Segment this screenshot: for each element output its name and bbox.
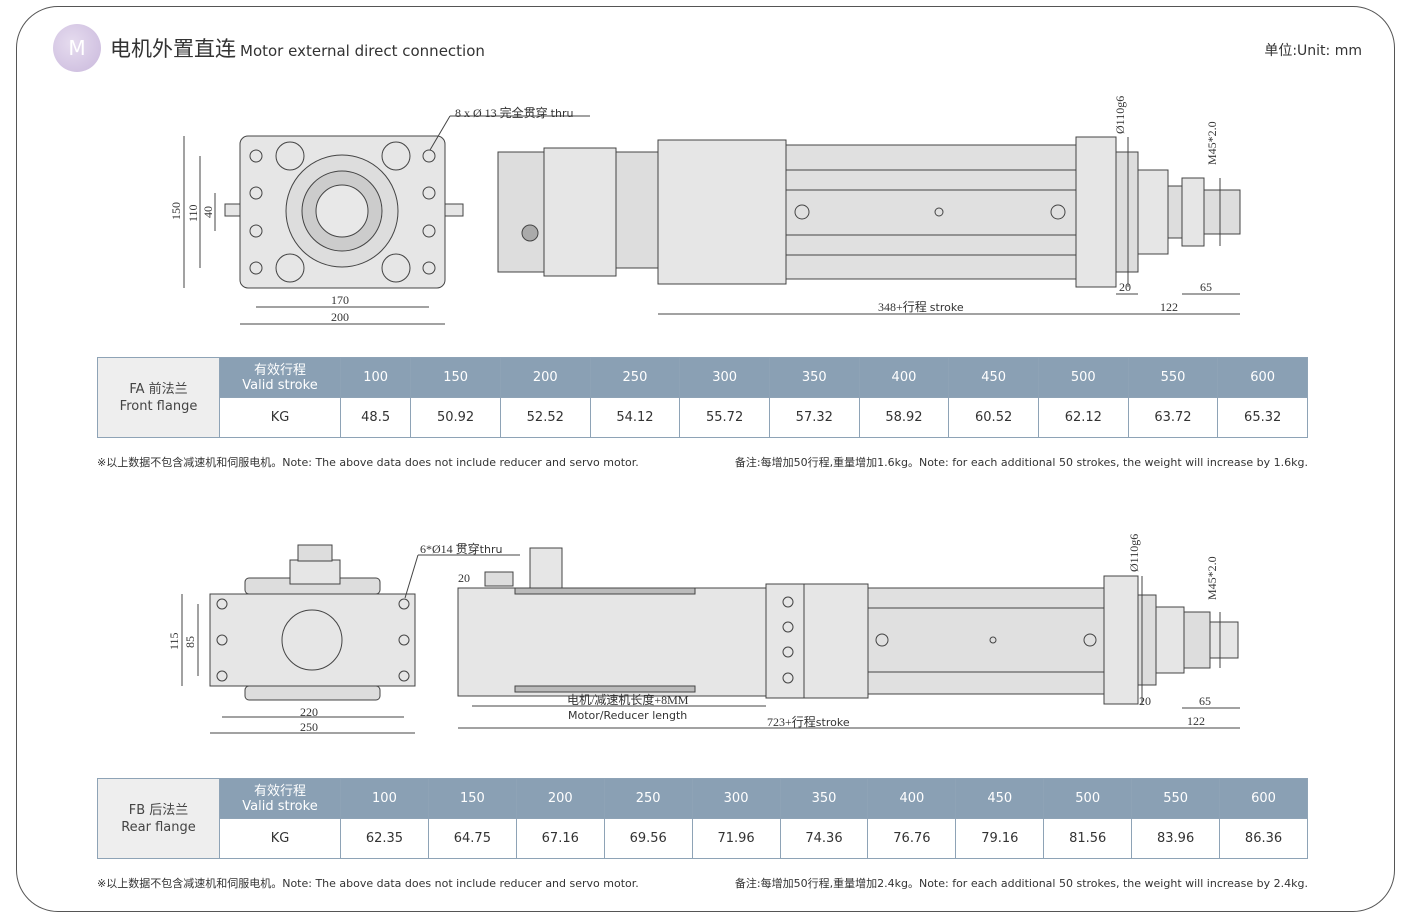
stroke-cell: 400: [867, 778, 957, 819]
kg-label: KG: [219, 818, 341, 859]
kg-cell: 83.96: [1131, 818, 1221, 859]
fa-stroke-dim: 348+行程 stroke: [878, 299, 964, 314]
page-frame: [16, 6, 1395, 912]
stroke-cell: 400: [858, 357, 950, 398]
fb-motor-length-cn: 电机/减速机长度+8MM: [567, 692, 689, 707]
stroke-cell: 550: [1127, 357, 1219, 398]
stroke-cell: 600: [1219, 778, 1308, 819]
fa-holes-note: 8 x Ø 13 完全贯穿 thru: [455, 105, 573, 120]
fa-note-right: 备注:每增加50行程,重量增加1.6kg。Note: for each addi…: [734, 456, 1308, 469]
fa-front-view: [183, 115, 590, 325]
fb-stroke-dim: 723+行程stroke: [767, 714, 850, 729]
fb-dim-20: 20: [1139, 694, 1151, 708]
stroke-cell: 200: [499, 357, 591, 398]
stroke-cell: 100: [339, 357, 412, 398]
unit-label: 单位:Unit: mm: [1264, 43, 1362, 59]
fb-holes-note: 6*Ø14 贯穿thru: [420, 541, 502, 556]
kg-cell: 74.36: [779, 818, 869, 859]
kg-cell: 76.76: [867, 818, 957, 859]
kg-cell: 48.5: [339, 397, 412, 438]
kg-cell: 63.72: [1127, 397, 1219, 438]
fa-note-left: ※以上数据不包含减速机和伺服电机。Note: The above data do…: [97, 456, 639, 469]
fa-dim-110: 110: [186, 204, 200, 222]
kg-cell: 50.92: [410, 397, 501, 438]
fb-note-left: ※以上数据不包含减速机和伺服电机。Note: The above data do…: [97, 877, 639, 890]
stroke-cell: 350: [779, 778, 869, 819]
kg-cell: 79.16: [955, 818, 1045, 859]
fb-dim-122: 122: [1187, 714, 1205, 728]
fb-front-view: [181, 544, 520, 734]
kg-cell: 71.96: [691, 818, 781, 859]
stroke-cell: 450: [955, 778, 1045, 819]
section-badge: M: [53, 24, 101, 72]
fa-dim-65: 65: [1200, 280, 1212, 294]
kg-cell: 55.72: [679, 397, 770, 438]
fa-dim-200: 200: [331, 310, 349, 324]
stroke-cell: 500: [1043, 778, 1133, 819]
stroke-cell: 250: [603, 778, 693, 819]
kg-cell: 81.56: [1043, 818, 1133, 859]
fa-dim-170: 170: [331, 293, 349, 307]
fa-dim-20: 20: [1119, 280, 1131, 294]
stroke-cell: 300: [691, 778, 781, 819]
stroke-cell: 500: [1037, 357, 1129, 398]
kg-label: KG: [219, 397, 341, 438]
kg-cell: 64.75: [427, 818, 517, 859]
kg-cell: 57.32: [768, 397, 860, 438]
stroke-cell: 150: [427, 778, 517, 819]
fa-side-view: [497, 136, 1241, 315]
fb-dim-20a: 20: [458, 571, 470, 585]
stroke-cell: 200: [515, 778, 605, 819]
stroke-cell: 550: [1131, 778, 1221, 819]
fa-dim-40: 40: [201, 206, 215, 218]
fb-dim-85: 85: [183, 636, 197, 648]
stroke-cell: 100: [340, 778, 429, 819]
stroke-cell: 300: [679, 357, 770, 398]
kg-cell: 65.32: [1217, 397, 1308, 438]
kg-cell: 52.52: [499, 397, 591, 438]
kg-cell: 69.56: [603, 818, 693, 859]
stroke-cell: 150: [410, 357, 501, 398]
fa-shaft-dim: Ø110g6: [1113, 96, 1127, 134]
fb-shaft-dim: Ø110g6: [1127, 534, 1141, 572]
kg-cell: 62.12: [1037, 397, 1129, 438]
stroke-cell: 250: [589, 357, 681, 398]
kg-cell: 62.35: [340, 818, 429, 859]
fa-dim-150: 150: [169, 202, 183, 220]
stroke-cell: 450: [948, 357, 1039, 398]
fb-side-view: [457, 547, 1240, 729]
fb-dim-115: 115: [167, 632, 181, 650]
fb-motor-length-en: Motor/Reducer length: [568, 709, 687, 722]
kg-cell: 86.36: [1219, 818, 1308, 859]
fb-dim-65: 65: [1199, 694, 1211, 708]
stroke-cell: 600: [1217, 357, 1308, 398]
fb-note-right: 备注:每增加50行程,重量增加2.4kg。Note: for each addi…: [734, 877, 1308, 890]
kg-cell: 60.52: [948, 397, 1039, 438]
kg-cell: 58.92: [858, 397, 950, 438]
fa-dim-122: 122: [1160, 300, 1178, 314]
fa-thread-dim: M45*2.0: [1205, 121, 1219, 165]
kg-cell: 54.12: [589, 397, 681, 438]
fb-thread-dim: M45*2.0: [1205, 556, 1219, 600]
fb-dim-220: 220: [300, 705, 318, 719]
fb-dim-250: 250: [300, 720, 318, 734]
kg-cell: 67.16: [515, 818, 605, 859]
stroke-cell: 350: [768, 357, 860, 398]
